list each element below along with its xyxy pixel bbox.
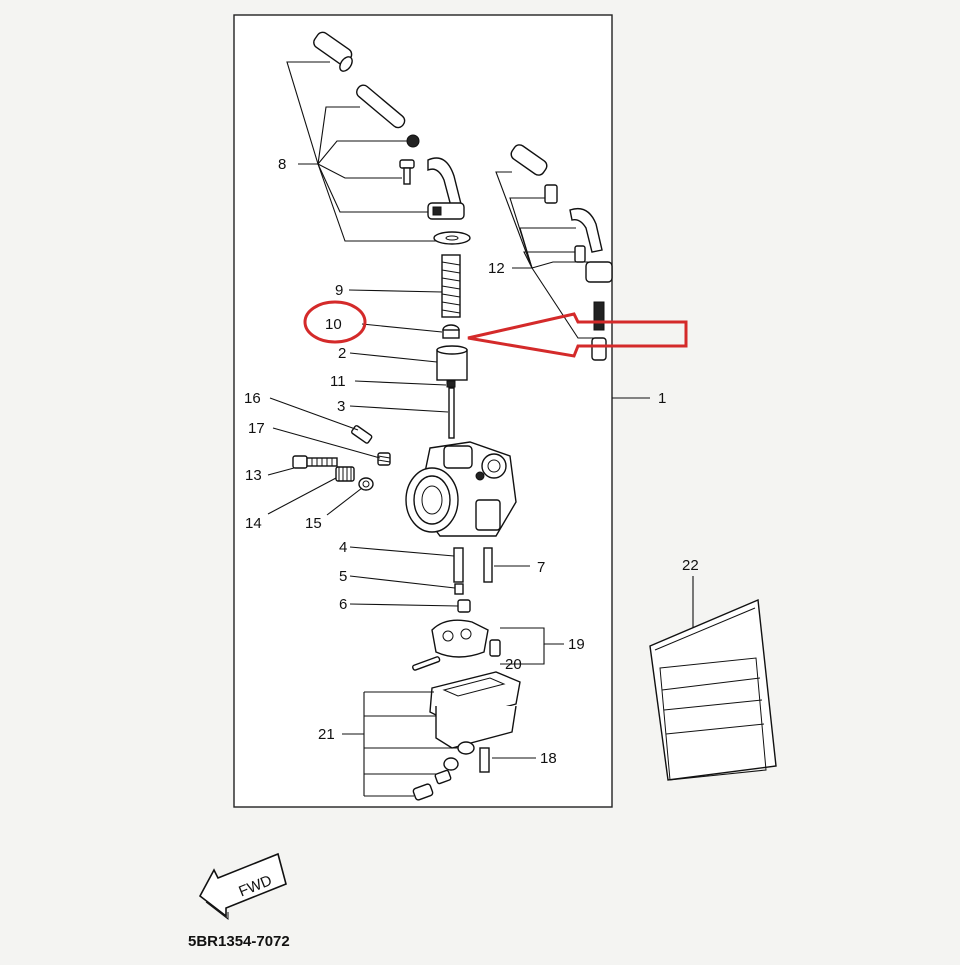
callout-16: 16 [244,390,261,407]
callout-20: 20 [505,656,522,673]
needle-jet [454,583,464,595]
callout-9: 9 [335,282,343,299]
spring-14 [335,466,355,482]
highlight-circle [303,300,367,344]
callout-1: 1 [658,390,666,407]
carburetor-parts [292,254,521,801]
cable-assembly-12 [495,144,613,361]
cable-assembly-8 [286,31,471,245]
callout-19: 19 [568,636,585,653]
callout-14: 14 [245,515,262,532]
callout-3: 3 [337,398,345,415]
callout-4: 4 [339,539,347,556]
leader-lines [267,289,650,797]
part-code: 5BR1354-7072 [188,933,290,950]
needle-clip [446,380,456,388]
washer-15 [358,477,374,491]
main-jet [457,599,471,613]
drain-screw [479,747,490,773]
callout-12: 12 [488,260,505,277]
float-pin [412,656,441,671]
parts-bag-22 [649,576,777,781]
callout-21: 21 [318,726,335,743]
callout-8: 8 [278,156,286,173]
callout-2: 2 [338,345,346,362]
callout-7: 7 [537,559,545,576]
float-chamber-21 [412,671,521,801]
fwd-arrow: FWD [198,852,287,921]
throttle-spring [441,254,461,318]
callout-22: 22 [682,557,699,574]
callout-5: 5 [339,568,347,585]
callout-6: 6 [339,596,347,613]
jet-needle [448,387,455,439]
callout-18: 18 [540,750,557,767]
callout-10: 10 [325,316,342,333]
callout-17: 17 [248,420,265,437]
highlight-arrow [467,312,688,358]
spring-17 [377,452,391,466]
throttle-stop-screw-13 [292,455,338,469]
spring-retainer [442,324,460,339]
callout-15: 15 [305,515,322,532]
callout-labels: 8 12 9 10 2 11 3 1 16 17 13 14 15 4 7 5 … [244,156,699,767]
callout-13: 13 [245,467,262,484]
callout-11: 11 [330,373,346,390]
main-jet-holder [453,547,464,583]
pilot-jet [483,547,493,583]
float-19 [431,619,501,658]
throttle-valve [436,345,468,381]
carburetor-body [405,441,517,537]
